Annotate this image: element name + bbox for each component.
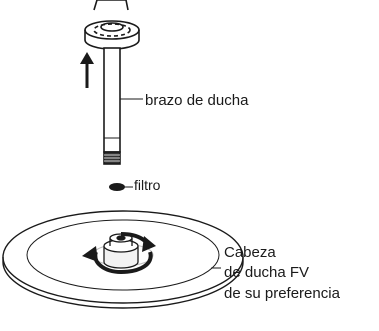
shower-arm bbox=[103, 47, 121, 165]
head-connector bbox=[103, 233, 139, 269]
ceiling-flange bbox=[84, 0, 140, 50]
head-label-line-2: de ducha FV bbox=[224, 264, 310, 281]
up-arrow-icon bbox=[80, 52, 94, 88]
filter-label: filtro bbox=[134, 177, 161, 193]
filter-washer bbox=[109, 183, 133, 191]
head-label-line-1: Cabeza bbox=[224, 244, 276, 261]
head-label-line-3: de su preferencia bbox=[224, 285, 340, 302]
arm-label: brazo de ducha bbox=[145, 92, 249, 109]
rotate-arrow-icon bbox=[82, 232, 156, 275]
